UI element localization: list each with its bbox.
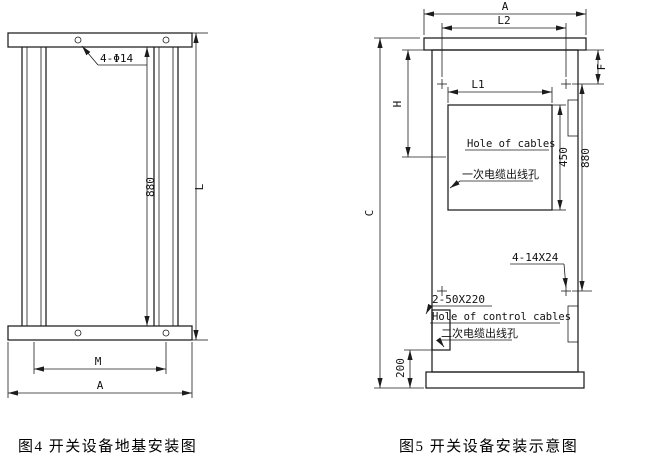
dim-label-200: 200 [394,358,407,378]
figure5-dim-200: 200 [394,349,450,388]
dim-label-L2: L2 [497,14,510,27]
dim-label-A: A [97,379,104,392]
control-hole-label-en: Hole of control cables [432,311,571,323]
dim-label-880: 880 [144,177,157,197]
figure5-dim-H: H [391,49,446,158]
figure4-caption: 图4 开关设备地基安装图 [18,439,198,455]
figure5-dim-A: A [423,0,587,35]
figure5-dim-F: F [572,49,608,85]
dim-label-M: M [95,355,102,368]
figure4-hole-callout: 4-Φ14 [81,45,147,66]
figure5-dim-880: 880 [572,84,592,292]
figure4-drawing: 4-Φ14 880 L M [7,32,208,398]
figure5-cable-hole-callout: Hole of cables 一次电缆出线孔 [449,138,556,189]
cable-hole-label-en: Hole of cables [467,138,556,150]
cabinet-hinge-top [567,99,579,137]
anchor-hole [162,36,170,44]
cabinet-top-flange [423,37,587,51]
dim-label-F: F [595,64,608,71]
figure4-dim-M: M [33,342,167,374]
figure5-dim-L1: L1 [447,78,553,103]
hole-label: 4-Φ14 [100,52,133,65]
figure4-frame [7,32,193,341]
drawing-canvas: 4-Φ14 880 L M [7,0,608,398]
control-slots-label: 2-50X220 [432,293,485,306]
dim-label-H: H [391,101,404,108]
figure5-dim-450: 450 [552,104,570,211]
figure5-mount-hole-callout: 4-14X24 [510,251,568,289]
figure5-dim-L2: L2 [441,14,567,77]
figure5-control-hole-callout: 2-50X220 Hole of control cables 二次电缆出线孔 [425,293,571,348]
control-hole-label-cn: 二次电缆出线孔 [441,326,518,340]
dim-label-C: C [363,210,376,217]
dim-label-880: 880 [579,148,592,168]
cable-hole-opening [447,104,553,211]
dim-label-L: L [193,183,206,190]
figure4-dim-A: A [7,342,193,398]
cabinet-hinge-bottom [567,305,579,343]
figure4-anchor-holes [74,36,170,337]
mount-holes-label: 4-14X24 [512,251,559,264]
anchor-hole [74,36,82,44]
dim-label-450: 450 [557,147,570,167]
figure5-caption: 图5 开关设备安装示意图 [399,439,579,455]
cabinet-base [425,371,585,389]
frame-top-bar [7,32,193,48]
anchor-hole [74,329,82,337]
cabinet-body [431,49,579,373]
figure5-drawing: A L2 L1 H [363,0,608,389]
figure4-dim-880: 880 [144,47,157,326]
dim-label-A: A [502,0,509,13]
frame-bottom-bar [7,325,193,341]
dim-label-L1: L1 [471,78,484,91]
cable-hole-label-cn: 一次电缆出线孔 [462,167,539,181]
figure4-dim-L: L [192,32,208,341]
figure5-dim-C: C [363,37,424,389]
anchor-hole [162,329,170,337]
